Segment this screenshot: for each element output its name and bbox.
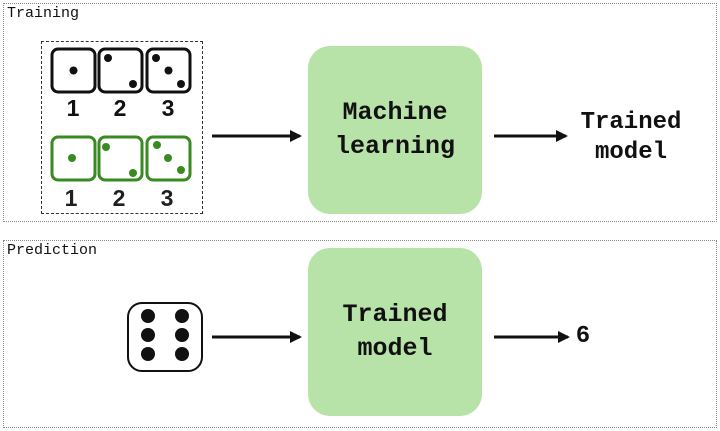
black-die-3 bbox=[145, 47, 192, 94]
training-panel-label: Training bbox=[7, 5, 80, 22]
black-die-label-2: 2 bbox=[113, 95, 127, 121]
trained-model-line1: Trained bbox=[580, 109, 682, 136]
pip bbox=[68, 154, 76, 162]
black-die-label-3: 3 bbox=[161, 95, 175, 121]
pip bbox=[104, 54, 112, 62]
training-dice-group bbox=[41, 41, 203, 214]
pip bbox=[129, 80, 137, 88]
trained-model-box-line2: model bbox=[357, 334, 433, 363]
pip bbox=[175, 347, 189, 361]
pip bbox=[153, 141, 161, 149]
black-die-1 bbox=[50, 47, 97, 94]
pip bbox=[69, 66, 78, 75]
pip bbox=[164, 66, 173, 75]
green-die-1 bbox=[50, 135, 97, 182]
pip bbox=[141, 328, 155, 342]
pip bbox=[175, 309, 189, 323]
input-die-six bbox=[127, 302, 203, 372]
green-die-label-2: 2 bbox=[112, 185, 126, 211]
black-die-label-1: 1 bbox=[66, 95, 80, 121]
pip bbox=[177, 80, 185, 88]
pip bbox=[175, 328, 189, 342]
trained-model-line2: model bbox=[594, 139, 667, 166]
machine-learning-line2: learning bbox=[334, 132, 456, 161]
prediction-panel-label: Prediction bbox=[7, 242, 98, 259]
pip bbox=[177, 166, 185, 174]
green-die-2 bbox=[97, 135, 144, 182]
pip bbox=[129, 169, 137, 177]
green-die-label-3: 3 bbox=[160, 185, 174, 211]
trained-model-output: Trained model bbox=[566, 106, 696, 170]
black-die-2 bbox=[97, 47, 144, 94]
pip bbox=[164, 154, 172, 162]
green-die-3 bbox=[145, 135, 192, 182]
green-die-label-1: 1 bbox=[64, 185, 78, 211]
pip bbox=[141, 309, 155, 323]
pip bbox=[141, 347, 155, 361]
prediction-panel: Prediction bbox=[3, 240, 717, 428]
machine-learning-line1: Machine bbox=[342, 98, 448, 127]
prediction-output-value: 6 bbox=[575, 323, 591, 350]
machine-learning-box: Machine learning bbox=[308, 46, 482, 214]
prediction-output: 6 bbox=[572, 320, 594, 354]
pip bbox=[152, 54, 160, 62]
pip bbox=[102, 143, 110, 151]
trained-model-box-line1: Trained bbox=[342, 300, 448, 329]
training-panel: Training bbox=[3, 3, 717, 222]
trained-model-box: Trained model bbox=[308, 248, 482, 416]
